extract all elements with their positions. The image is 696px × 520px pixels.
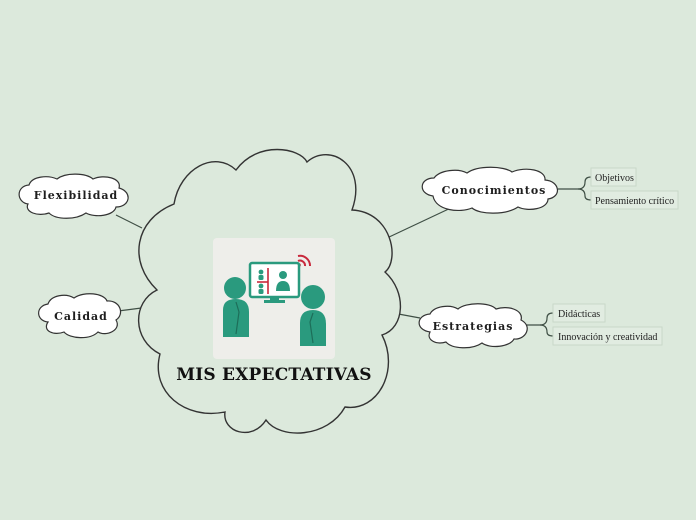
person-right-head-icon [301, 285, 325, 309]
conocimientos-label: Conocimientos [442, 184, 547, 197]
leaf-didacticas-box [552, 303, 606, 323]
leaf-didacticas[interactable]: Didácticas [552, 303, 606, 323]
leaf-didacticas-label: Didácticas [558, 309, 600, 320]
leaf-objetivos[interactable]: Objetivos [590, 167, 637, 187]
leaf-innovacion-creatividad[interactable]: Innovación y creatividad [552, 326, 663, 346]
estrategias-cloud-shape [418, 303, 528, 349]
leaf-objetivos-box [590, 167, 637, 187]
flexibilidad-label: Flexibilidad [34, 189, 118, 202]
leaf-objetivos-label: Objetivos [595, 173, 634, 184]
topic-calidad[interactable]: Calidad [38, 293, 122, 339]
meeting-illustration [213, 238, 335, 359]
central-topic[interactable]: MIS EXPECTATIVAS [137, 148, 402, 434]
leaf-innovacion-box [552, 326, 663, 346]
screen-person-body-icon [276, 281, 290, 291]
connector-flexibilidad [115, 214, 143, 229]
person-left-tie-icon [235, 301, 240, 335]
connector-leaf-pensamiento [577, 188, 592, 201]
person-right-body-icon [300, 310, 326, 346]
central-title: MIS EXPECTATIVAS [176, 365, 372, 385]
mini-person-body-icon [258, 275, 264, 280]
signal-icon [297, 254, 312, 267]
screen-person-icon [279, 271, 287, 279]
connector-conocimientos [386, 205, 456, 239]
monitor-icon [248, 261, 301, 299]
person-right-tie-icon [309, 312, 314, 344]
leaf-pensamiento-box [590, 190, 679, 210]
mini-person2-icon [258, 283, 264, 289]
monitor-base-icon [264, 300, 285, 303]
monitor-stand-icon [270, 297, 279, 300]
calidad-cloud-shape [38, 293, 122, 339]
connector-leaf-objetivos [558, 176, 592, 190]
person-left-head-icon [224, 277, 246, 299]
flexibilidad-cloud-shape [18, 173, 129, 219]
topic-flexibilidad[interactable]: Flexibilidad [18, 173, 129, 219]
mini-person2-body-icon [258, 289, 264, 294]
topic-estrategias[interactable]: Estrategias [418, 303, 528, 349]
person-left-body-icon [223, 299, 249, 337]
topic-conocimientos[interactable]: Conocimientos [421, 166, 558, 214]
connector-leaf-innovacion [539, 324, 554, 337]
leaf-innovacion-label: Innovación y creatividad [558, 332, 657, 343]
leaf-pensamiento-label: Pensamiento crítico [595, 196, 674, 207]
mini-person-icon [258, 269, 264, 275]
estrategias-label: Estrategias [433, 320, 514, 333]
calidad-label: Calidad [54, 310, 108, 323]
conocimientos-cloud-shape [421, 166, 558, 214]
leaf-pensamiento-critico[interactable]: Pensamiento crítico [590, 190, 679, 210]
connector-leaf-didacticas [523, 312, 554, 326]
